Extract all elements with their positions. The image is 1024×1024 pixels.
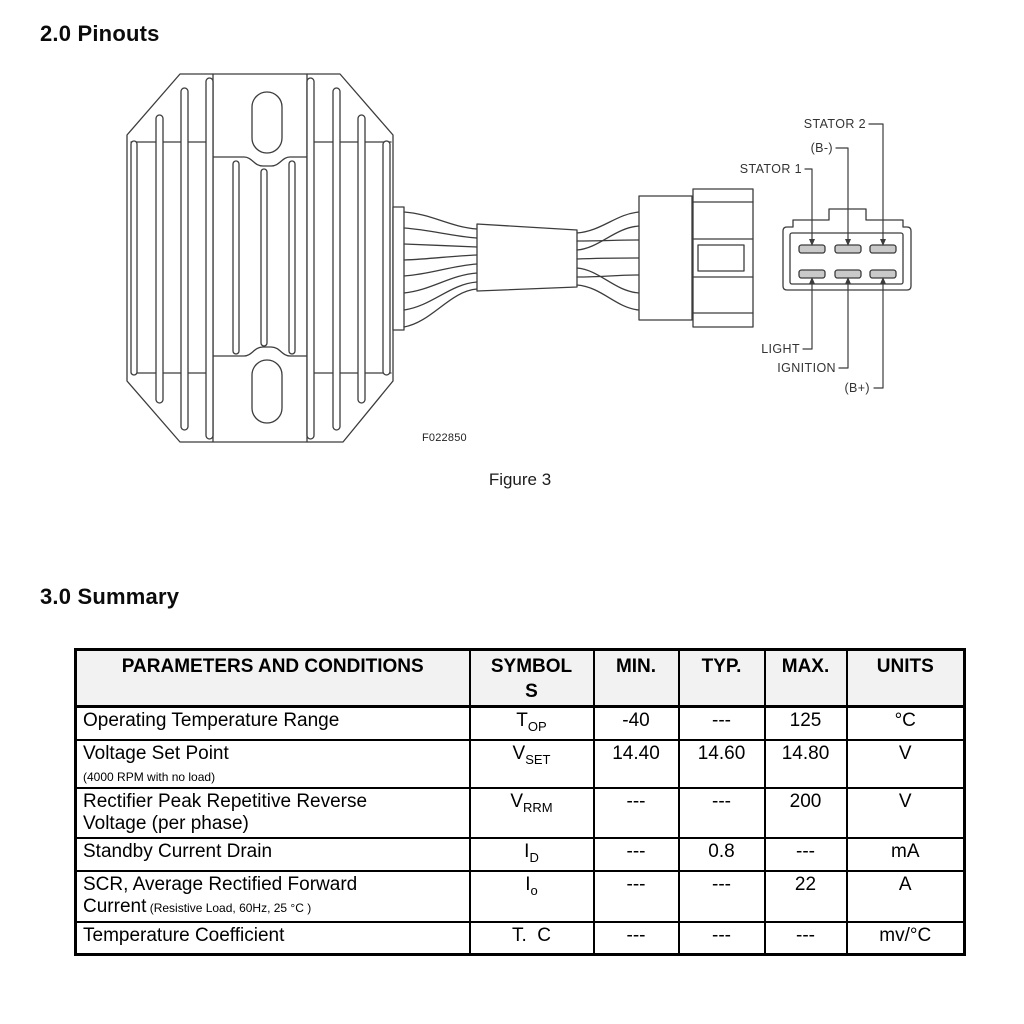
param-cell: SCR, Average Rectified Forward Current (… xyxy=(74,869,471,923)
table-row: Rectifier Peak Repetitive Reverse Voltag… xyxy=(74,786,966,839)
param-cell: Temperature Coefficient xyxy=(74,920,471,956)
param-cell: Operating Temperature Range xyxy=(74,705,471,741)
typ-cell: --- xyxy=(677,869,766,923)
units-cell: V xyxy=(845,738,966,789)
cooling-fins xyxy=(130,77,391,440)
symbol-cell: Io xyxy=(468,869,595,923)
label-light: LIGHT xyxy=(761,342,800,356)
pinout-connector-face xyxy=(782,208,912,291)
col-header-symbols: SYMBOL S xyxy=(468,648,595,708)
min-cell: --- xyxy=(592,920,680,956)
min-cell: --- xyxy=(592,786,680,839)
col-header-parameters: PARAMETERS AND CONDITIONS xyxy=(74,648,471,708)
min-cell: 14.40 xyxy=(592,738,680,789)
plug-body xyxy=(638,195,693,321)
heatsink-outline xyxy=(126,73,394,443)
min-cell: -40 xyxy=(592,705,680,741)
summary-table: PARAMETERS AND CONDITIONS SYMBOL S MIN. … xyxy=(74,648,966,957)
label-stator-1: STATOR 1 xyxy=(740,162,802,176)
symbol-cell: VSET xyxy=(468,738,595,789)
label-stator-2: STATOR 2 xyxy=(804,117,866,131)
mounting-slot-top xyxy=(251,91,283,154)
harness-connector-plug xyxy=(638,188,754,328)
typ-cell: --- xyxy=(677,705,766,741)
units-cell: V xyxy=(845,786,966,839)
min-cell: --- xyxy=(592,836,680,872)
param-text: SCR, Average Rectified Forward xyxy=(83,873,358,895)
col-header-max: MAX. xyxy=(763,648,848,708)
param-text: Voltage Set Point xyxy=(83,742,229,764)
param-text-line2: (4000 RPM with no load) xyxy=(83,765,463,786)
harness-wires-left xyxy=(403,211,478,328)
param-text: Rectifier Peak Repetitive Reverse xyxy=(83,790,368,812)
label-ignition: IGNITION xyxy=(777,361,836,375)
param-text: Operating Temperature Range xyxy=(83,710,340,731)
pin-leader-lines xyxy=(802,123,884,389)
max-cell: 200 xyxy=(763,786,848,839)
regulator-heatsink xyxy=(126,73,405,443)
recess-top-edge xyxy=(212,156,308,167)
plug-cap xyxy=(692,188,754,328)
units-cell: °C xyxy=(845,705,966,741)
max-cell: --- xyxy=(763,836,848,872)
header-row: PARAMETERS AND CONDITIONS SYMBOL S MIN. … xyxy=(74,648,966,708)
col-header-units: UNITS xyxy=(845,648,966,708)
param-text-line2: Voltage (per phase) xyxy=(83,812,249,834)
param-text: Temperature Coefficient xyxy=(83,924,285,946)
table-row: Operating Temperature Range TOP -40 --- … xyxy=(74,705,966,741)
param-text: Standby Current Drain xyxy=(83,840,273,862)
harness-sleeve xyxy=(476,223,578,292)
max-cell: 22 xyxy=(763,869,848,923)
mounting-slot-bottom xyxy=(251,359,283,424)
typ-cell: --- xyxy=(677,920,766,956)
leader-arrowheads xyxy=(809,239,886,284)
section-title-pinouts: 2.0 Pinouts xyxy=(40,21,160,46)
units-cell: A xyxy=(845,869,966,923)
param-note: (Resistive Load, 60Hz, 25 °C ) xyxy=(146,900,312,915)
param-cell: Rectifier Peak Repetitive Reverse Voltag… xyxy=(74,786,471,839)
symbol-cell: T. C xyxy=(468,920,595,956)
col-header-typ: TYP. xyxy=(677,648,766,708)
typ-cell: --- xyxy=(677,786,766,839)
max-cell: 125 xyxy=(763,705,848,741)
param-cell: Standby Current Drain xyxy=(74,836,471,872)
table-row: SCR, Average Rectified Forward Current (… xyxy=(74,869,966,923)
symbol-cell: VRRM xyxy=(468,786,595,839)
col-header-min: MIN. xyxy=(592,648,680,708)
figure-caption: Figure 3 xyxy=(488,470,552,489)
wire-exit-grommet xyxy=(392,206,405,331)
harness-wires-right xyxy=(576,211,640,311)
param-cell: Voltage Set Point (4000 RPM with no load… xyxy=(74,738,471,789)
table-row: Standby Current Drain ID --- 0.8 --- mA xyxy=(74,836,966,872)
plug-cap-bands xyxy=(692,201,754,314)
section-title-summary: 3.0 Summary xyxy=(40,584,180,609)
drawing-code: F022850 xyxy=(422,432,467,444)
max-cell: 14.80 xyxy=(763,738,848,789)
table-row: Temperature Coefficient T. C --- --- ---… xyxy=(74,920,966,956)
typ-cell: 0.8 xyxy=(677,836,766,872)
summary-table-container: PARAMETERS AND CONDITIONS SYMBOL S MIN. … xyxy=(74,648,966,957)
symbol-cell: TOP xyxy=(468,705,595,741)
pinout-diagram: STATOR 2 (B-) STATOR 1 LIGHT IGNITION (B… xyxy=(126,73,912,444)
param-text-line2: Current (Resistive Load, 60Hz, 25 °C ) xyxy=(83,895,312,917)
max-cell: --- xyxy=(763,920,848,956)
symbol-cell: ID xyxy=(468,836,595,872)
table-row: Voltage Set Point (4000 RPM with no load… xyxy=(74,738,966,789)
wire-harness xyxy=(403,211,640,328)
recess-bottom-edge xyxy=(212,346,308,357)
units-cell: mA xyxy=(845,836,966,872)
units-cell: mv/°C xyxy=(845,920,966,956)
min-cell: --- xyxy=(592,869,680,923)
label-b-minus: (B-) xyxy=(811,141,833,155)
param-note: (4000 RPM with no load) xyxy=(83,769,216,784)
pin-labels: STATOR 2 (B-) STATOR 1 LIGHT IGNITION (B… xyxy=(740,117,870,395)
typ-cell: 14.60 xyxy=(677,738,766,789)
label-b-plus: (B+) xyxy=(844,381,870,395)
face-lines xyxy=(130,141,392,374)
plug-latch-window xyxy=(697,244,745,272)
